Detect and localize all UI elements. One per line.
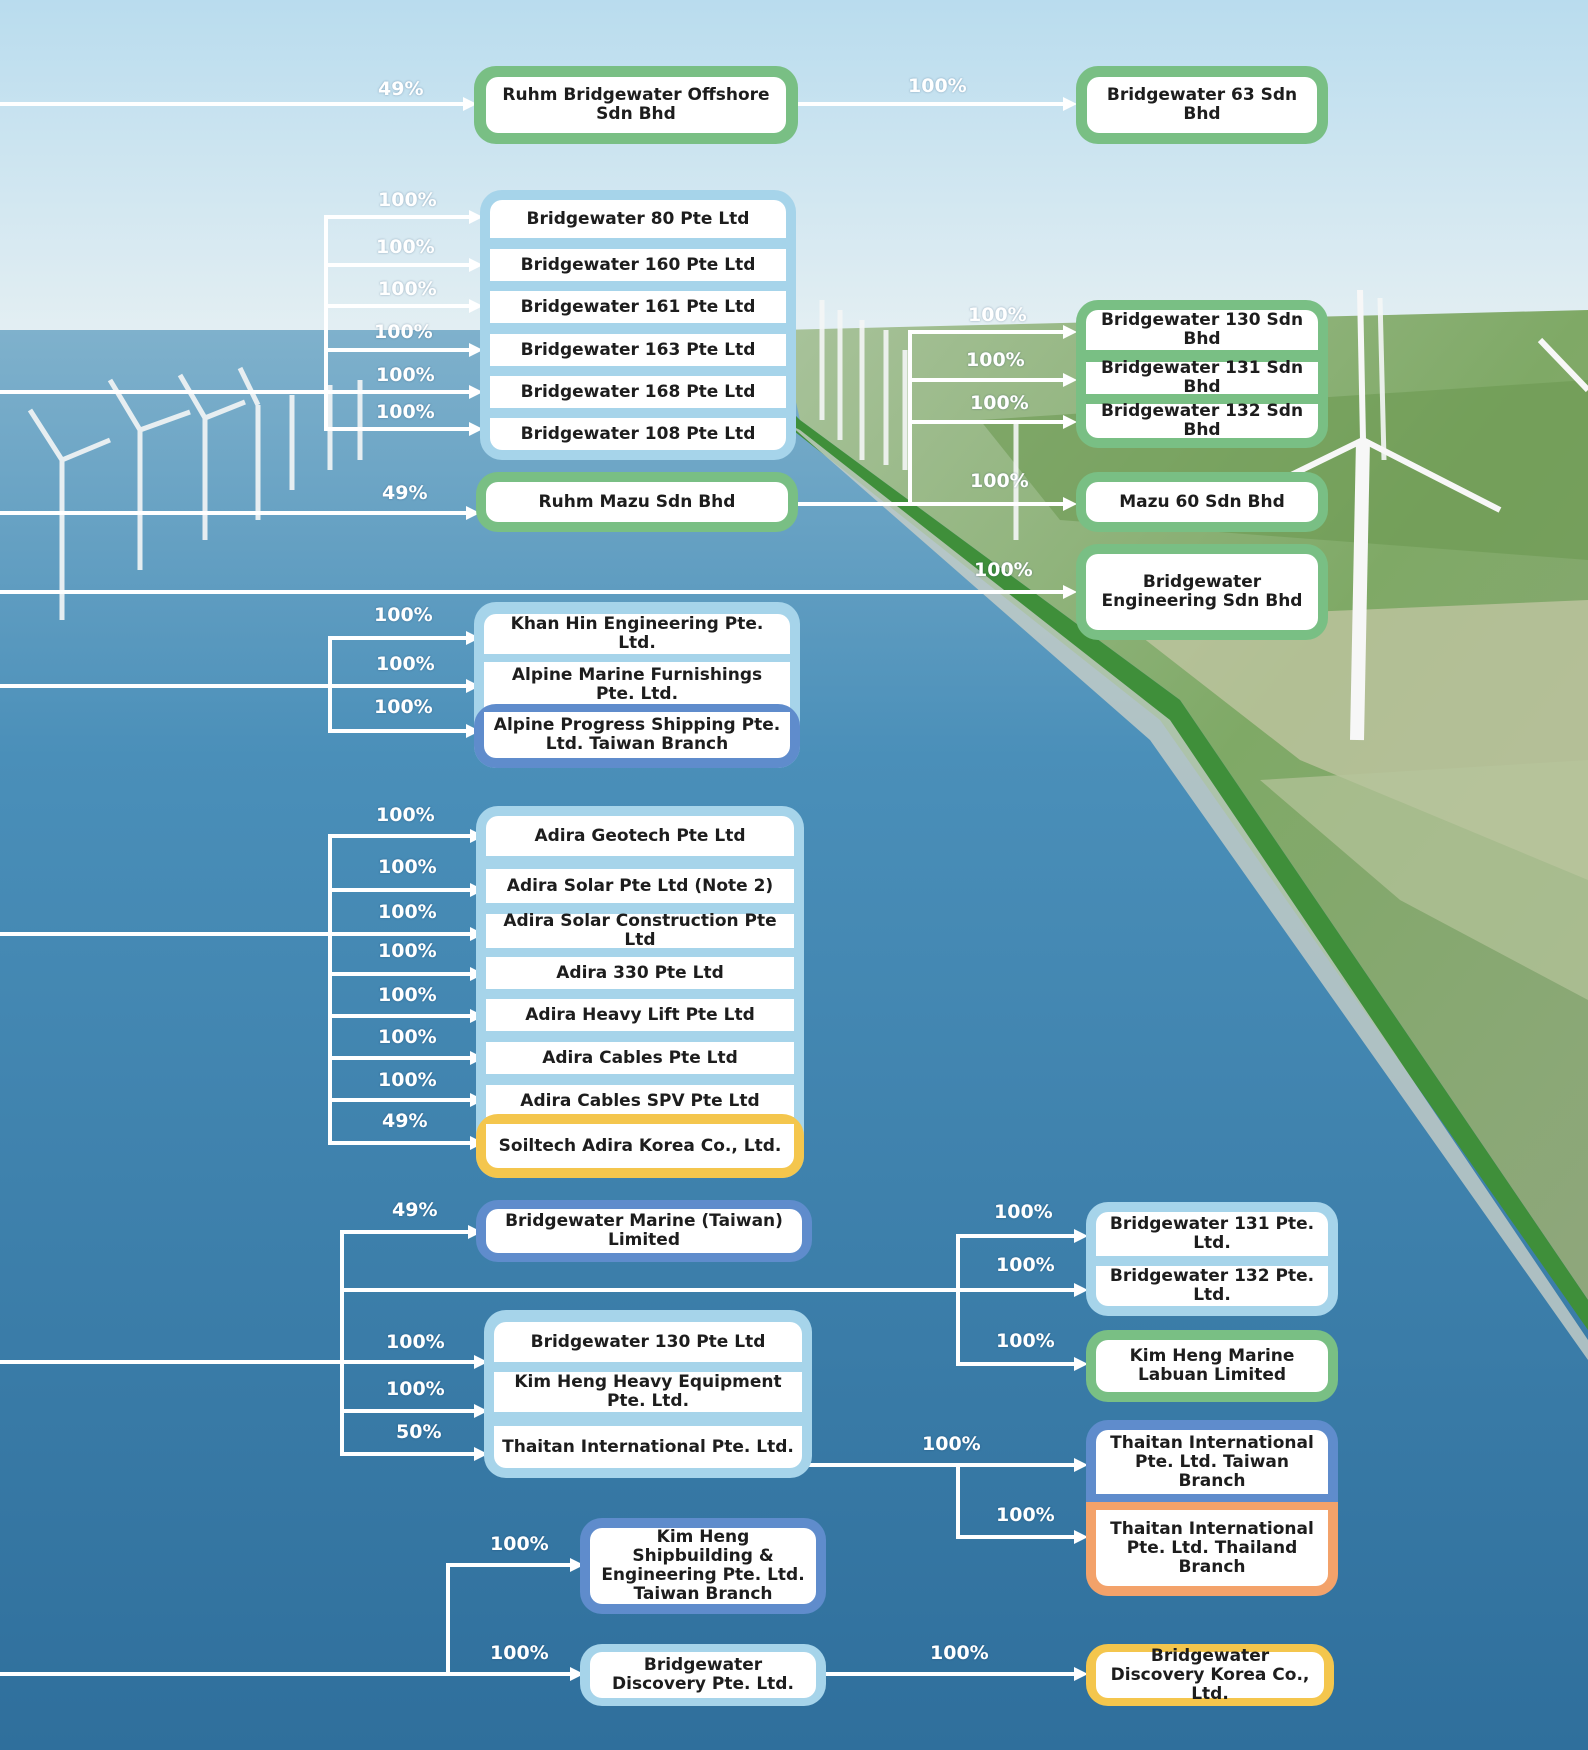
entity-name: Bridgewater 130 Pte Ltd	[494, 1322, 802, 1362]
entity-name: Adira Cables Pte Ltd	[486, 1042, 794, 1074]
percentage-label: 100%	[376, 653, 435, 675]
entity-name: Bridgewater 131 Pte. Ltd.	[1096, 1212, 1328, 1256]
entity-name: Bridgewater 130 Sdn Bhd	[1086, 310, 1318, 350]
entity-box-kim-heng-shipbuilding: Kim Heng Shipbuilding & Engineering Pte.…	[580, 1518, 826, 1614]
entity-name: Bridgewater 132 Pte. Ltd.	[1096, 1266, 1328, 1306]
entity-box-mazu-60: Mazu 60 Sdn Bhd	[1076, 472, 1328, 532]
percentage-label: 100%	[386, 1331, 445, 1353]
percentage-label: 49%	[382, 482, 428, 504]
entity-name: Bridgewater 160 Pte Ltd	[490, 249, 786, 281]
percentage-label: 100%	[386, 1378, 445, 1400]
percentage-label: 100%	[966, 349, 1025, 371]
entity-name: Bridgewater Discovery Pte. Ltd.	[590, 1652, 816, 1698]
entity-name: Bridgewater 168 Pte Ltd	[490, 376, 786, 408]
entity-name: Ruhm Mazu Sdn Bhd	[486, 482, 788, 522]
percentage-label: 100%	[376, 364, 435, 386]
percentage-label: 100%	[378, 189, 437, 211]
entity-name: Bridgewater 163 Pte Ltd	[490, 334, 786, 366]
percentage-label: 100%	[376, 236, 435, 258]
entity-box-bridgewater-marine-taiwan: Bridgewater Marine (Taiwan) Limited	[476, 1200, 812, 1262]
entity-name: Adira Solar Construction Pte Ltd	[486, 912, 794, 950]
entity-name: Adira Cables SPV Pte Ltd	[486, 1085, 794, 1117]
entity-name: Alpine Marine Furnishings Pte. Ltd.	[484, 662, 790, 708]
entity-name: Ruhm Bridgewater Offshore Sdn Bhd	[486, 77, 786, 133]
percentage-label: 100%	[974, 559, 1033, 581]
entity-box-bridgewater-63: Bridgewater 63 Sdn Bhd	[1076, 66, 1328, 144]
entity-name: Bridgewater 131 Sdn Bhd	[1086, 359, 1318, 397]
entity-name: Mazu 60 Sdn Bhd	[1086, 482, 1318, 522]
entity-name: Bridgewater 108 Pte Ltd	[490, 418, 786, 450]
entity-box-alpine-progress: Alpine Progress Shipping Pte. Ltd. Taiwa…	[474, 704, 800, 768]
percentage-label: 100%	[376, 401, 435, 423]
entity-name: Bridgewater 132 Sdn Bhd	[1086, 402, 1318, 440]
percentage-label: 100%	[378, 901, 437, 923]
percentage-label: 100%	[996, 1254, 1055, 1276]
entity-group-bridgewater-130: Bridgewater 130 Pte Ltd Kim Heng Heavy E…	[484, 1310, 812, 1478]
entity-name: Thaitan International Pte. Ltd.	[494, 1426, 802, 1468]
percentage-label: 49%	[382, 1110, 428, 1132]
entity-name: Adira Solar Pte Ltd (Note 2)	[486, 869, 794, 903]
percentage-label: 100%	[908, 75, 967, 97]
entity-name: Bridgewater 80 Pte Ltd	[490, 200, 786, 238]
entity-box-thaitan-thailand: Thaitan International Pte. Ltd. Thailand…	[1086, 1502, 1338, 1596]
entity-name: Adira 330 Pte Ltd	[486, 957, 794, 989]
entity-box-soiltech-adira: Soiltech Adira Korea Co., Ltd.	[476, 1114, 804, 1178]
entity-name: Kim Heng Shipbuilding & Engineering Pte.…	[590, 1528, 816, 1604]
percentage-label: 100%	[490, 1642, 549, 1664]
entity-box-ruhm-bridgewater-offshore: Ruhm Bridgewater Offshore Sdn Bhd	[474, 66, 798, 144]
percentage-label: 100%	[996, 1330, 1055, 1352]
entity-group-adira: Adira Geotech Pte Ltd Adira Solar Pte Lt…	[476, 806, 804, 1178]
percentage-label: 100%	[374, 696, 433, 718]
percentage-label: 49%	[392, 1199, 438, 1221]
entity-name: Adira Geotech Pte Ltd	[486, 816, 794, 856]
percentage-label: 100%	[490, 1533, 549, 1555]
percentage-label: 100%	[378, 984, 437, 1006]
entity-name: Bridgewater 63 Sdn Bhd	[1087, 77, 1317, 133]
percentage-label: 100%	[378, 940, 437, 962]
entity-name: Thaitan International Pte. Ltd. Taiwan B…	[1096, 1430, 1328, 1494]
percentage-label: 100%	[968, 304, 1027, 326]
percentage-label: 100%	[378, 1026, 437, 1048]
entity-group-thaitan-branches: Thaitan International Pte. Ltd. Taiwan B…	[1086, 1420, 1338, 1596]
percentage-label: 100%	[994, 1201, 1053, 1223]
percentage-label: 100%	[378, 1069, 437, 1091]
percentage-label: 100%	[376, 804, 435, 826]
percentage-label: 100%	[374, 321, 433, 343]
percentage-label: 100%	[378, 278, 437, 300]
percentage-label: 100%	[930, 1642, 989, 1664]
entity-name: Bridgewater Engineering Sdn Bhd	[1086, 554, 1318, 630]
entity-box-bridgewater-discovery-korea: Bridgewater Discovery Korea Co., Ltd.	[1086, 1644, 1334, 1706]
entity-group-khan-hin: Khan Hin Engineering Pte. Ltd. Alpine Ma…	[474, 602, 800, 768]
percentage-label: 100%	[922, 1433, 981, 1455]
entity-name: Kim Heng Heavy Equipment Pte. Ltd.	[494, 1372, 802, 1412]
percentage-label: 100%	[374, 604, 433, 626]
entity-name: Adira Heavy Lift Pte Ltd	[486, 999, 794, 1031]
entity-name: Bridgewater Marine (Taiwan) Limited	[486, 1209, 802, 1253]
entity-name: Thaitan International Pte. Ltd. Thailand…	[1096, 1510, 1328, 1586]
percentage-label: 50%	[396, 1421, 442, 1443]
entity-name: Bridgewater 161 Pte Ltd	[490, 291, 786, 323]
entity-name: Alpine Progress Shipping Pte. Ltd. Taiwa…	[484, 712, 790, 758]
entity-box-bridgewater-engineering: Bridgewater Engineering Sdn Bhd	[1076, 544, 1328, 640]
percentage-label: 100%	[970, 470, 1029, 492]
entity-name: Khan Hin Engineering Pte. Ltd.	[484, 614, 790, 654]
entity-box-bridgewater-discovery: Bridgewater Discovery Pte. Ltd.	[580, 1644, 826, 1706]
entity-group-bridgewater-pte-2: Bridgewater 131 Pte. Ltd. Bridgewater 13…	[1086, 1202, 1338, 1316]
entity-group-bridgewater-sdn: Bridgewater 130 Sdn Bhd Bridgewater 131 …	[1076, 300, 1328, 448]
entity-box-kim-heng-marine-labuan: Kim Heng Marine Labuan Limited	[1086, 1330, 1338, 1402]
entity-name: Kim Heng Marine Labuan Limited	[1096, 1340, 1328, 1392]
percentage-label: 100%	[996, 1504, 1055, 1526]
entity-group-bridgewater-pte: Bridgewater 80 Pte Ltd Bridgewater 160 P…	[480, 190, 796, 460]
percentage-label: 100%	[378, 856, 437, 878]
entity-name: Bridgewater Discovery Korea Co., Ltd.	[1096, 1646, 1324, 1703]
entity-name: Soiltech Adira Korea Co., Ltd.	[486, 1124, 794, 1168]
percentage-label: 49%	[378, 78, 424, 100]
entity-box-ruhm-mazu: Ruhm Mazu Sdn Bhd	[476, 472, 798, 532]
percentage-label: 100%	[970, 392, 1029, 414]
